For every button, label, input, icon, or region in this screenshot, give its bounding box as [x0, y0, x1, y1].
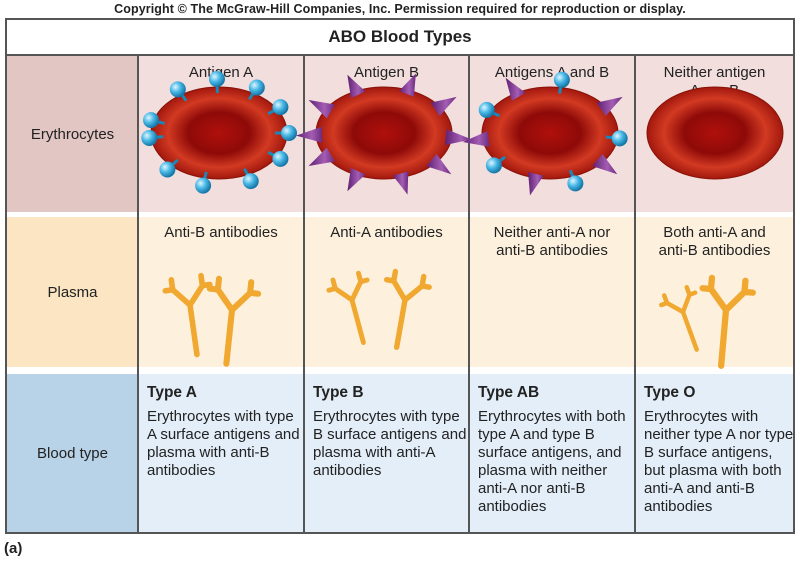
- antigen-label: Antigen A: [188, 64, 254, 81]
- row-label-erythrocytes: Erythrocytes: [7, 56, 138, 212]
- abo-table: ABO Blood Types Erythrocytes Plasma Bloo…: [5, 18, 795, 534]
- column-type-ab: Antigens A and B Neither anti-A nor anti…: [470, 56, 634, 532]
- blood-type-name: Type AB: [478, 384, 540, 401]
- antigen-label: Neither antigen A nor B: [663, 64, 766, 99]
- column-type-a: Antigen A Anti-B antibodies Type A Erythr…: [139, 56, 303, 532]
- row-label-text: Erythrocytes: [30, 125, 115, 143]
- description-text: Erythrocytes with both type A and type B…: [478, 408, 626, 515]
- antigen-label: Antigens A and B: [494, 64, 610, 81]
- blood-type-description: Type A Erythrocytes with type A surface a…: [139, 374, 303, 480]
- antibody-label: Neither anti-A nor anti-B antibodies: [493, 224, 611, 259]
- blood-type-name: Type O: [644, 384, 696, 401]
- divider: [634, 56, 636, 532]
- blood-type-name: Type B: [313, 384, 364, 401]
- row-label-blood-type: Blood type: [7, 374, 138, 532]
- row-label-text: Plasma: [47, 283, 98, 301]
- antibody-label: Anti-A antibodies: [330, 224, 443, 241]
- divider: [468, 56, 470, 532]
- figure-label: (a): [4, 540, 23, 557]
- blood-type-description: Type B Erythrocytes with type B surface a…: [305, 374, 469, 480]
- column-type-o: Neither antigen A nor B Both anti-A and …: [636, 56, 793, 532]
- divider: [303, 56, 305, 532]
- row-label-plasma: Plasma: [7, 217, 138, 367]
- copyright-notice: Copyright © The McGraw-Hill Companies, I…: [114, 2, 686, 16]
- row-label-text: Blood type: [37, 444, 108, 462]
- antibody-label: Anti-B antibodies: [164, 224, 278, 241]
- blood-type-name: Type A: [147, 384, 197, 401]
- description-text: Erythrocytes with neither type A nor typ…: [644, 408, 794, 515]
- column-type-b: Antigen B Anti-A antibodies Type B Erythr…: [305, 56, 468, 532]
- blood-type-description: Type O Erythrocytes with neither type A n…: [636, 374, 794, 516]
- description-text: Erythrocytes with type B surface antigen…: [313, 408, 467, 479]
- description-text: Erythrocytes with type A surface antigen…: [147, 408, 300, 479]
- antigen-label: Antigen B: [353, 64, 420, 81]
- antibody-label: Both anti-A and anti-B antibodies: [658, 224, 771, 259]
- blood-type-row-bg: [138, 374, 793, 532]
- blood-type-description: Type AB Erythrocytes with both type A and…: [470, 374, 634, 516]
- table-title: ABO Blood Types: [7, 20, 793, 56]
- divider: [137, 56, 139, 532]
